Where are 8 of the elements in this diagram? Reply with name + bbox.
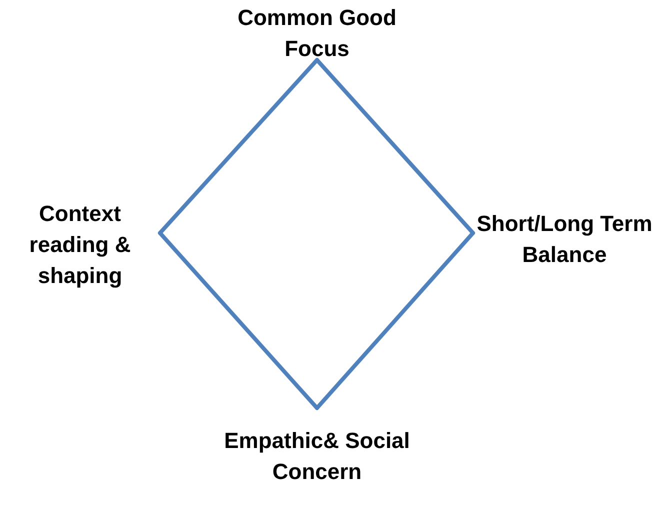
diamond-side-line bbox=[158, 58, 319, 235]
vertex-label: Context reading & shaping bbox=[28, 200, 132, 290]
diamond-side-line bbox=[158, 231, 319, 410]
vertex-label: Short/Long Term Balance bbox=[476, 210, 654, 269]
vertex-label: Common Good Focus bbox=[236, 4, 398, 63]
diamond-side-line bbox=[315, 58, 475, 235]
diamond-side-line bbox=[315, 231, 475, 410]
vertex-label: Empathic& Social Concern bbox=[223, 427, 411, 486]
